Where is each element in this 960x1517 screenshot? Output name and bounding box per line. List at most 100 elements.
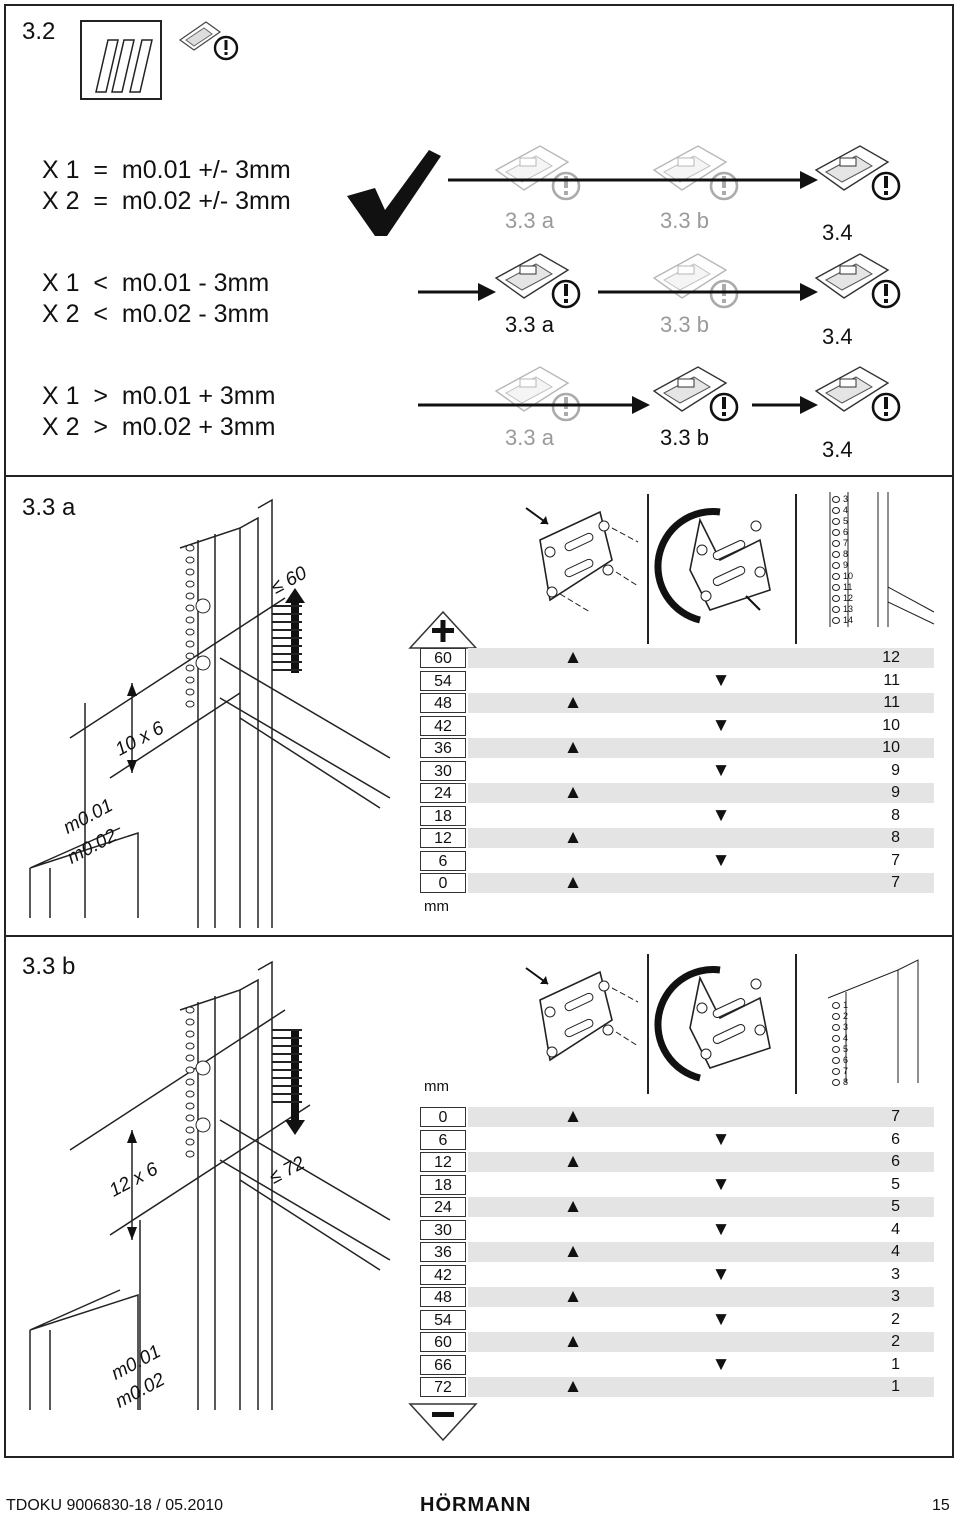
hole-number: 5	[832, 516, 848, 527]
table-hole-cell: 7	[891, 851, 900, 869]
unit-label: mm	[424, 1078, 449, 1095]
table-mm-cell: 24	[420, 1197, 466, 1217]
frame-adjustment-drawing	[29, 960, 391, 1410]
table-hole-cell: 2	[891, 1310, 900, 1328]
hole-icon	[832, 1057, 840, 1065]
table-mm-cell: 18	[420, 1174, 466, 1195]
table-hole-cell: 2	[891, 1333, 900, 1350]
table-hole-cell: 3	[891, 1265, 900, 1283]
operator-warning-icon	[494, 253, 581, 309]
table-hole-cell: 6	[891, 1130, 900, 1148]
table-mm-cell: 0	[420, 1107, 466, 1127]
hole-icon	[832, 518, 840, 526]
table-row-band	[468, 1107, 934, 1127]
unit-label: mm	[424, 898, 449, 915]
table-mm-cell: 60	[420, 648, 466, 668]
triangle-up-icon: ▲	[563, 872, 583, 893]
table-hole-cell: 1	[891, 1378, 900, 1395]
divider	[647, 494, 649, 644]
bracket-plate-loosen-drawing	[525, 967, 639, 1062]
page-number: 15	[932, 1497, 950, 1514]
bracket-plate-loosen-drawing	[525, 507, 639, 613]
hole-number: 6	[832, 527, 848, 538]
triangle-down-icon: ▼	[711, 759, 731, 781]
hole-number-label: 12	[843, 593, 854, 603]
doc-reference: TDOKU 9006830-18 / 05.2010	[6, 1497, 224, 1514]
table-mm-cell: 48	[420, 1287, 466, 1307]
triangle-down-icon: ▼	[711, 1173, 731, 1195]
hole-number-label: 5	[843, 1044, 849, 1054]
divider	[647, 954, 649, 1094]
hole-icon	[832, 1024, 840, 1032]
table-mm-cell: 6	[420, 1129, 466, 1150]
condition-x2: X 2 < m0.02 - 3mm	[42, 300, 270, 328]
hole-icon	[832, 529, 840, 537]
triangle-down-icon: ▼	[711, 1263, 731, 1285]
hole-number-label: 4	[843, 1033, 849, 1043]
hole-number-label: 13	[843, 604, 854, 614]
step-label: 3.3 a	[505, 208, 554, 233]
folding-rule-icon	[80, 20, 162, 100]
triangle-up-icon: ▲	[563, 1151, 583, 1172]
operator-warning-icon	[814, 366, 901, 422]
step-label: 3.4	[822, 324, 853, 349]
table-hole-cell: 4	[891, 1220, 900, 1238]
section-title-3-3a: 3.3 a	[22, 494, 76, 521]
hole-number: 4	[832, 1033, 848, 1044]
operator-warning-icon	[652, 366, 739, 422]
condition-x2: X 2 = m0.02 +/- 3mm	[42, 187, 291, 215]
triangle-down-icon: ▼	[711, 1218, 731, 1240]
table-row-band	[468, 828, 934, 848]
condition-x1: X 1 = m0.01 +/- 3mm	[42, 156, 291, 184]
table-hole-cell: 3	[891, 1288, 900, 1305]
table-hole-cell: 12	[882, 649, 900, 666]
operator-warning-icon	[494, 366, 581, 422]
triangle-up-icon: ▲	[563, 737, 583, 758]
hole-number-label: 7	[843, 1066, 849, 1076]
table-row-band	[468, 1377, 934, 1397]
table-row-band	[468, 1242, 934, 1262]
hole-icon	[832, 1046, 840, 1054]
table-mm-cell: 12	[420, 828, 466, 848]
table-row-band	[468, 693, 934, 713]
table-mm-cell: 66	[420, 1354, 466, 1375]
triangle-up-icon: ▲	[563, 1196, 583, 1217]
minus-arrow-icon	[408, 1403, 478, 1442]
condition-x1: X 1 < m0.01 - 3mm	[42, 269, 270, 297]
table-hole-cell: 11	[883, 671, 900, 689]
triangle-up-icon: ▲	[563, 647, 583, 668]
step-label: 3.3 a	[505, 425, 554, 450]
table-hole-cell: 9	[891, 784, 900, 801]
hole-icon	[832, 1035, 840, 1043]
triangle-up-icon: ▲	[563, 1106, 583, 1127]
section-title: 3.2	[22, 18, 56, 45]
table-hole-cell: 6	[891, 1153, 900, 1170]
triangle-up-icon: ▲	[563, 827, 583, 848]
hole-icon	[832, 540, 840, 548]
hole-icon	[832, 1079, 840, 1087]
plus-arrow-icon	[408, 610, 478, 649]
hole-number: 8	[832, 1077, 848, 1088]
table-mm-cell: 54	[420, 1309, 466, 1330]
table-mm-cell: 18	[420, 805, 466, 826]
table-row-band	[468, 648, 934, 668]
hole-number-label: 5	[843, 516, 849, 526]
hole-number: 3	[832, 1022, 848, 1033]
hole-number-label: 2	[843, 1011, 849, 1021]
triangle-down-icon: ▼	[711, 1128, 731, 1150]
operator-warning-icon	[814, 253, 901, 309]
hole-strip-drawing	[827, 959, 919, 1083]
triangle-up-icon: ▲	[563, 1331, 583, 1352]
step-label: 3.3 b	[660, 208, 709, 233]
table-hole-cell: 8	[891, 806, 900, 824]
table-mm-cell: 36	[420, 738, 466, 758]
hole-number: 7	[832, 1066, 848, 1077]
hole-number-label: 3	[843, 1022, 849, 1032]
hole-icon	[832, 606, 840, 614]
divider	[795, 954, 797, 1094]
table-row-band	[468, 873, 934, 893]
triangle-down-icon: ▼	[711, 1353, 731, 1375]
hole-number-label: 8	[843, 549, 849, 559]
table-mm-cell: 54	[420, 670, 466, 691]
table-hole-cell: 11	[883, 694, 900, 711]
